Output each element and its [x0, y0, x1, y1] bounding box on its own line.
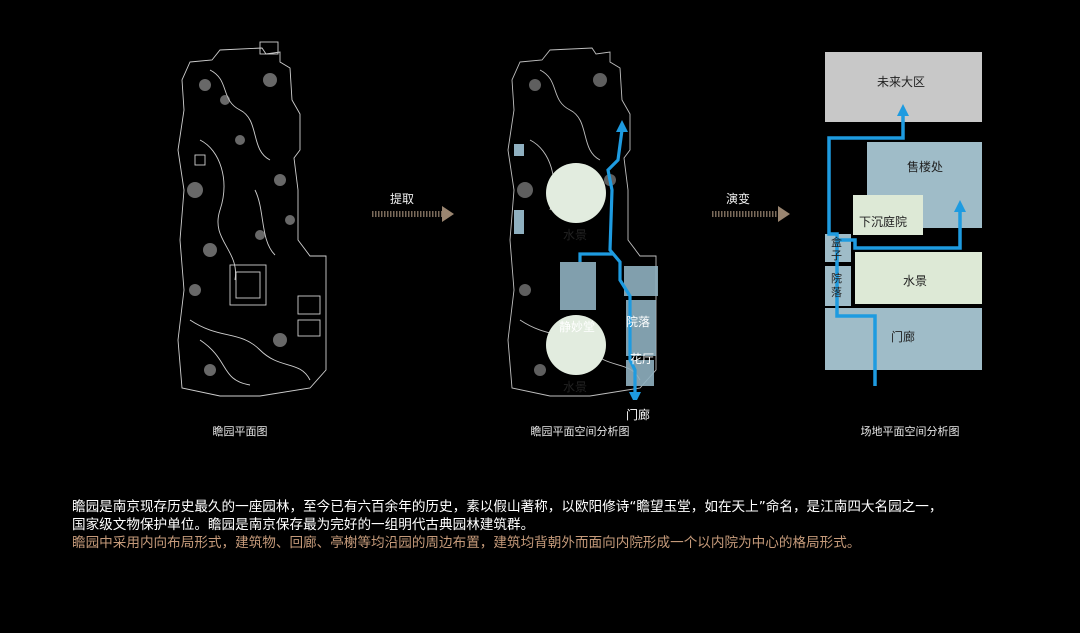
label-water-bottom: 水景	[563, 380, 588, 394]
caption-original-plan: 瞻园平面图	[212, 425, 268, 438]
site-diagram: 未来大区 售楼处 下沉庭院 盒子 院落 水景 门廊	[815, 40, 995, 390]
courtyard-block	[624, 266, 658, 296]
caption-site-plan: 场地平面空间分析图	[860, 425, 960, 438]
dotted-arrow-icon	[372, 206, 454, 222]
label-water: 水景	[903, 274, 928, 288]
evolve-label: 演变	[726, 192, 751, 206]
label-courtyard: 院落	[626, 315, 651, 329]
plan-panel-original	[150, 40, 350, 400]
water-circle-bottom	[546, 315, 606, 375]
route-path	[827, 114, 905, 386]
water-circle-top	[546, 163, 606, 223]
label-gate: 门廊	[891, 330, 916, 344]
label-courtyard: 院落	[831, 272, 842, 299]
caption-analysis-plan: 瞻园平面空间分析图	[530, 425, 630, 438]
dotted-arrow-icon	[712, 206, 790, 222]
site-diagram-drawing	[825, 52, 982, 386]
paragraph-line-1: 瞻园是南京现存历史最久的一座园林，至今已有六百余年的历史，素以假山著称，以欧阳修…	[72, 499, 943, 515]
sunken-courtyard-block	[853, 195, 923, 235]
label-gate: 门廊	[626, 408, 651, 422]
evolve-arrow: 演变	[708, 190, 798, 230]
garden-plan-drawing	[177, 41, 327, 397]
plan-panel-analysis: 水景 水景 静妙堂 院落 花厅 门廊	[480, 40, 680, 422]
label-future: 未来大区	[877, 75, 926, 89]
label-sales: 售楼处	[907, 160, 944, 174]
label-box: 盒子	[831, 236, 842, 262]
paragraph-line-3: 瞻园中采用内向布局形式，建筑物、回廊、亭榭等均沿园的周边布置，建筑均背朝外而面向…	[72, 535, 861, 551]
gate-block	[825, 308, 982, 370]
label-water-top: 水景	[563, 228, 588, 242]
water-block	[855, 252, 982, 304]
extract-label: 提取	[390, 192, 415, 206]
route-path	[606, 129, 637, 398]
label-jingmiao: 静妙堂	[559, 320, 596, 334]
label-hall: 花厅	[630, 352, 655, 366]
label-sunken: 下沉庭院	[859, 215, 908, 229]
paragraph-line-2: 国家级文物保护单位。瞻园是南京保存最为完好的一组明代古典园林建筑群。	[72, 517, 535, 533]
jingmiao-block	[560, 262, 596, 310]
analysis-plan-drawing	[507, 47, 658, 404]
extract-arrow: 提取	[368, 190, 458, 230]
